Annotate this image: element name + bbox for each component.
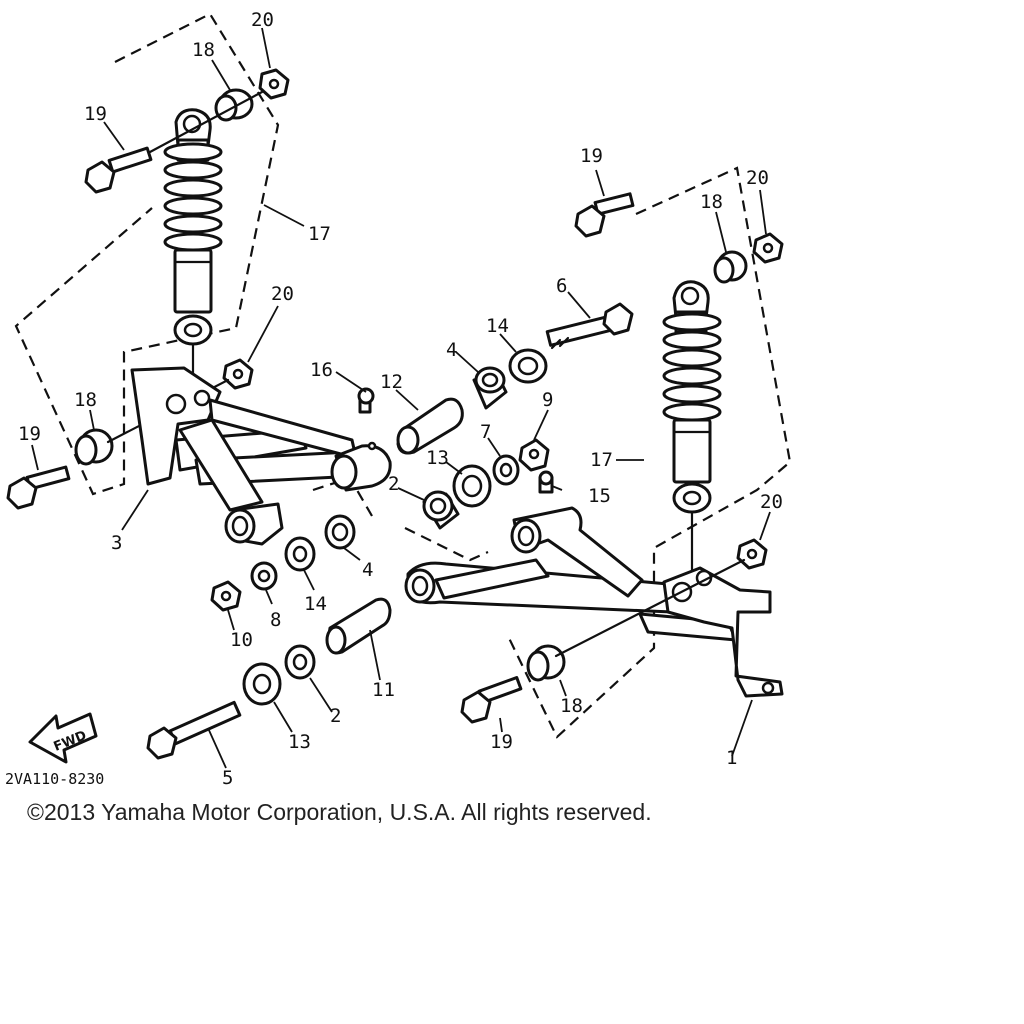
bolt-19-top-right — [574, 192, 635, 238]
nut-10 — [210, 580, 242, 612]
nut-9 — [518, 438, 550, 472]
callout-20: 20 — [271, 283, 294, 305]
callout-13: 13 — [426, 447, 449, 469]
bolt-axis-lower-right — [554, 558, 746, 658]
collar-18-lower-right — [526, 644, 566, 682]
shock-absorber-left-boundary — [14, 12, 280, 496]
callout-10: 10 — [230, 629, 253, 651]
thrust-cover-14-lower — [284, 536, 316, 572]
grease-nipple-16 — [357, 387, 375, 414]
leader-lines — [31, 27, 771, 769]
thrust-cover-14-upper — [508, 348, 548, 384]
callout-16: 16 — [310, 359, 333, 381]
callout-18: 18 — [74, 389, 97, 411]
callout-8: 8 — [270, 609, 281, 631]
callout-3: 3 — [111, 532, 122, 554]
callout-9: 9 — [542, 389, 553, 411]
washer-8 — [250, 561, 278, 591]
callout-7: 7 — [480, 421, 491, 443]
spacer-12 — [396, 397, 464, 455]
bolt-19-lower-left — [6, 465, 71, 510]
shock-absorber-right — [662, 280, 722, 572]
callout-4: 4 — [446, 339, 457, 361]
suspension-arm-right — [404, 506, 784, 698]
nut-20-mid-left — [222, 358, 254, 390]
callout-1: 1 — [726, 747, 737, 769]
spacer-11 — [325, 597, 392, 655]
washer-7 — [492, 454, 520, 486]
copyright-notice: ©2013 Yamaha Motor Corporation, U.S.A. A… — [27, 799, 652, 825]
shock-absorber-right-boundary — [507, 166, 792, 739]
bolt-19-lower-right — [460, 676, 523, 724]
thrust-cover-13-upper — [452, 464, 492, 508]
pivot-bolt-5 — [146, 700, 242, 760]
bushing-2-lower — [284, 644, 316, 680]
callout-17: 17 — [590, 449, 613, 471]
suspension-arm-left — [130, 366, 392, 546]
nut-20-top-right — [752, 232, 784, 264]
grease-nipple-15 — [538, 470, 554, 494]
callout-19: 19 — [18, 423, 41, 445]
callout-12: 12 — [380, 371, 403, 393]
shock-absorber-left — [163, 108, 223, 394]
nut-20-lower-right — [736, 538, 768, 570]
diagram-code: 2VA110-8230 — [5, 770, 104, 788]
callout-11: 11 — [372, 679, 395, 701]
callout-5: 5 — [222, 767, 233, 789]
callout-14: 14 — [304, 593, 327, 615]
callout-14: 14 — [486, 315, 509, 337]
bushing-4-lower — [324, 514, 356, 550]
callout-13: 13 — [288, 731, 311, 753]
callout-20: 20 — [746, 167, 769, 189]
callout-20: 20 — [251, 9, 274, 31]
callout-20: 20 — [760, 491, 783, 513]
collar-18-lower-left — [74, 428, 114, 466]
callout-17: 17 — [308, 223, 331, 245]
bushing-4-upper — [472, 366, 508, 410]
bolt-19-top-left — [84, 146, 153, 194]
callout-19: 19 — [490, 731, 513, 753]
collar-18-top-right — [713, 250, 748, 284]
callout-18: 18 — [560, 695, 583, 717]
thrust-cover-13-lower — [242, 662, 282, 706]
callout-18: 18 — [700, 191, 723, 213]
pivot-bolt-6 — [545, 302, 634, 350]
bolt-axis-top-left — [148, 90, 264, 154]
callout-19: 19 — [580, 145, 603, 167]
arm-bushing-group-boundary-right — [404, 527, 489, 562]
callout-2: 2 — [330, 705, 341, 727]
collar-18-top-left — [214, 88, 254, 122]
callout-18: 18 — [192, 39, 215, 61]
callout-6: 6 — [556, 275, 567, 297]
nut-20-top-left — [258, 68, 290, 100]
callout-15: 15 — [588, 485, 611, 507]
callout-19: 19 — [84, 103, 107, 125]
callout-2: 2 — [388, 473, 399, 495]
bushing-2-upper — [422, 490, 460, 530]
callout-4: 4 — [362, 559, 373, 581]
forward-arrow-icon: FWD — [28, 712, 98, 764]
callout-numbers: 20 18 19 17 20 18 19 3 16 12 4 14 6 9 7 … — [18, 9, 783, 789]
